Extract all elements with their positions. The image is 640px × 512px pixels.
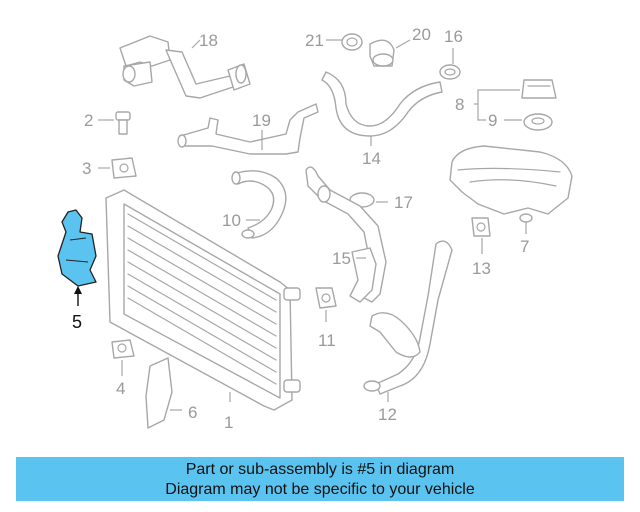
part-3-mount — [111, 157, 137, 179]
callout-7: 7 — [520, 237, 529, 256]
part-20-hose — [369, 39, 395, 67]
part-21-clamp — [341, 33, 363, 51]
callout-11: 11 — [318, 331, 336, 350]
part-19-pipe — [177, 103, 319, 155]
callout-20: 20 — [412, 25, 431, 44]
part-9-seal — [523, 113, 553, 131]
callout-8: 8 — [455, 95, 464, 114]
callout-15: 15 — [332, 249, 351, 268]
leader-18 — [191, 39, 201, 49]
part-14-hose — [321, 71, 443, 137]
callout-18: 18 — [199, 31, 218, 50]
part-15-hose — [305, 166, 387, 303]
callout-4: 4 — [116, 379, 125, 398]
part-7-reservoir — [449, 145, 573, 223]
callout-13: 13 — [472, 259, 491, 278]
part-13-clamp — [471, 217, 491, 237]
banner-line-1: Part or sub-assembly is #5 in diagram — [185, 461, 455, 478]
part-18-outlet-pipe — [119, 35, 251, 99]
callout-5: 5 — [72, 312, 82, 332]
callout-12: 12 — [378, 405, 397, 424]
callout-14: 14 — [362, 149, 381, 168]
part-16-clamp — [439, 64, 461, 80]
callout-17: 17 — [394, 193, 413, 212]
part-12-hose — [363, 240, 453, 395]
part-2-bolt — [115, 111, 131, 135]
info-banner: Part or sub-assembly is #5 in diagram Di… — [16, 457, 624, 501]
arrow-5-icon — [74, 286, 82, 294]
callout-6: 6 — [188, 403, 197, 422]
parts-diagram: 18 21 20 16 14 8 9 2 — [57, 25, 573, 432]
part-8-cap — [521, 79, 557, 99]
callout-9: 9 — [488, 111, 497, 130]
part-11-clamp — [315, 287, 337, 309]
leader-8 — [474, 89, 520, 121]
callout-21: 21 — [305, 31, 324, 50]
banner-line-2: Diagram may not be specific to your vehi… — [165, 481, 475, 498]
part-10-hose — [231, 170, 287, 239]
callout-3: 3 — [82, 159, 91, 178]
callout-1: 1 — [224, 413, 233, 432]
part-6-air-guide — [145, 357, 173, 429]
callout-16: 16 — [444, 27, 463, 46]
leader-20 — [395, 39, 411, 49]
callout-10: 10 — [222, 211, 241, 230]
part-1-radiator — [105, 189, 301, 411]
part-4-mount — [111, 339, 135, 359]
part-5-air-deflector — [57, 209, 97, 287]
callout-2: 2 — [84, 111, 93, 130]
callout-19: 19 — [252, 111, 271, 130]
